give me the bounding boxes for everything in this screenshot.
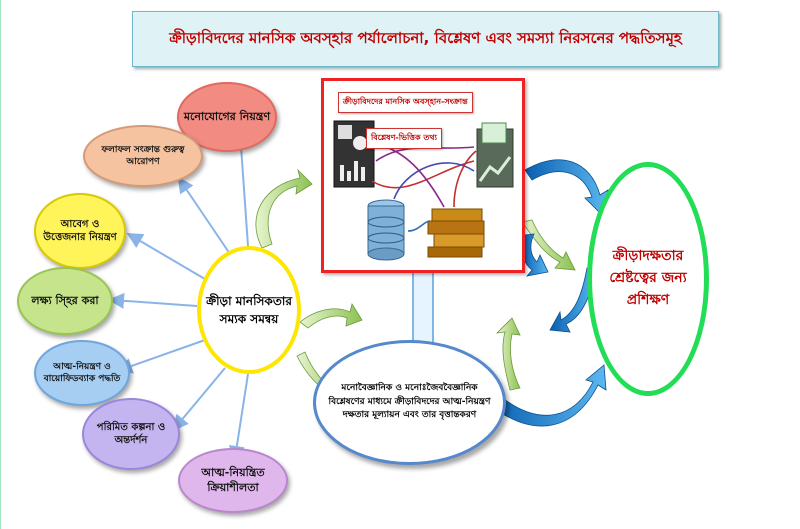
analysis-panel: ক্রীড়াবিদদের মানসিক অবস্হান-সংক্রান্ত ব… [321, 78, 525, 273]
center-label: ক্রীড়া মানসিকতার সম্যক সমন্বয় [206, 294, 292, 326]
green-curved-arrows [255, 168, 576, 402]
panel-illustration [333, 120, 514, 261]
page-title: ক্রীড়াবিদদের মানসিক অবস্হার পর্যালোচনা,… [169, 28, 682, 47]
chart-icon [476, 122, 514, 188]
bubble-imagery: পরিমিত কল্পনা ও অন্তর্দর্শন [82, 398, 180, 470]
bubble-self-regulated-activity: আত্ম-নিয়ন্ত্রিত ক্রিয়াশীলতা [178, 448, 288, 513]
bubble-label: আবেগ ও উত্তেজনার নিয়ন্ত্রণ [43, 218, 117, 244]
bubble-goal-setting: লক্ষ্য স্হির করা [17, 267, 113, 335]
bubble-label: আত্ম-নিয়ন্ত্রিত ক্রিয়াশীলতা [201, 465, 265, 494]
bubble-label: মনোযোগের নিয়ন্ত্রণ [183, 109, 271, 123]
bubble-label: ফলাফল সংক্রান্ত গুরুত্ব আরোপণ [101, 144, 185, 167]
training-oval: ক্রীড়াদক্ষতার শ্রেষ্টত্বের জন্য প্রশিক্… [587, 162, 709, 396]
bubble-label: আত্ম-নিয়ন্ত্রণ ও বায়োফিডব্যাক পদ্ধতি [43, 361, 121, 384]
blue-arrow-1 [524, 159, 609, 216]
bubble-emotion-control: আবেগ ও উত্তেজনার নিয়ন্ত্রণ [34, 193, 126, 269]
spokes [108, 128, 249, 462]
green-arrow-4 [495, 317, 521, 391]
bubble-outcome-emphasis: ফলাফল সংক্রান্ত গুরুত্ব আরোপণ [83, 125, 203, 187]
center-bubble: ক্রীড়া মানসিকতার সম্যক সমন্বয় [197, 246, 301, 374]
spoke-4 [108, 292, 198, 309]
spoke-6 [172, 367, 226, 432]
blue-arrow-4 [489, 364, 607, 427]
dashboard-icon [333, 120, 375, 188]
spoke-5 [116, 339, 206, 374]
green-arrow-3 [521, 219, 576, 271]
panel-label-analysis-data: বিশ্লেষণ-ভিত্তিক তথ্য [366, 128, 442, 149]
title-box: ক্রীড়াবিদদের মানসিক অবস্হার পর্যালোচনা,… [132, 11, 719, 67]
spoke-7 [228, 373, 249, 462]
green-arrow-1 [255, 168, 313, 249]
spoke-3 [126, 232, 211, 283]
spoke-2 [177, 176, 231, 255]
green-arrow-2 [299, 302, 363, 329]
panel-label-mental-state: ক্রীড়াবিদদের মানসিক অবস্হান-সংক্রান্ত [338, 92, 473, 113]
evaluation-oval: মনোবৈজ্ঞানিক ও মনোঃজৈববৈজ্ঞানিক বিশ্লেষণ… [313, 340, 506, 465]
training-label: ক্রীড়াদক্ষতার শ্রেষ্টত্বের জন্য প্রশিক্… [609, 248, 687, 308]
bubble-biofeedback: আত্ম-নিয়ন্ত্রণ ও বায়োফিডব্যাক পদ্ধতি [34, 340, 130, 406]
bubble-label: পরিমিত কল্পনা ও অন্তর্দর্শন [96, 421, 166, 447]
bubble-label: লক্ষ্য স্হির করা [31, 293, 99, 307]
books-icon [427, 208, 485, 258]
spoke-1 [232, 128, 249, 247]
database-icon [367, 199, 405, 261]
evaluation-label: মনোবৈজ্ঞানিক ও মনোঃজৈববৈজ্ঞানিক বিশ্লেষণ… [328, 382, 491, 421]
